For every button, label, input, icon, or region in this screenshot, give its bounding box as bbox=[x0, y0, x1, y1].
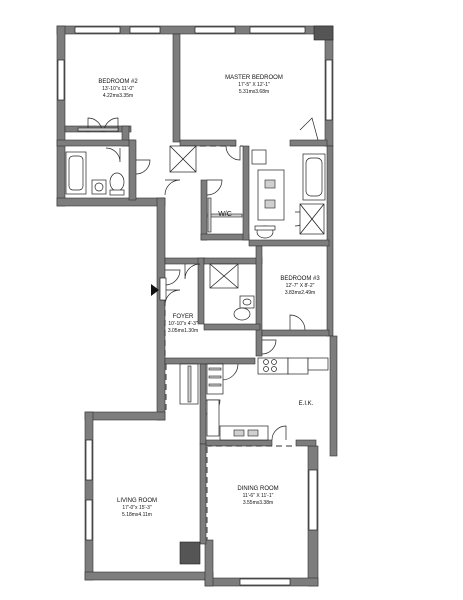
interior-walls bbox=[56, 33, 330, 545]
counter-left bbox=[206, 399, 220, 437]
double-vanity bbox=[257, 169, 285, 221]
room-eik: E.I.K. bbox=[299, 401, 314, 407]
room-metric: 4.22mx3.35m bbox=[103, 93, 133, 99]
refrigerator bbox=[307, 357, 329, 371]
room-living: LIVING ROOM 17'-0"x 15'-3" 5.18mx4.11m bbox=[117, 498, 157, 518]
room-name: BEDROOM #2 bbox=[98, 79, 138, 85]
pantry bbox=[206, 363, 224, 395]
room-name: BEDROOM #3 bbox=[280, 276, 320, 282]
column bbox=[179, 541, 201, 565]
room-name: DINING ROOM bbox=[237, 486, 278, 492]
exterior-walls bbox=[56, 25, 338, 587]
room-metric: 3.55mx3.38m bbox=[243, 500, 273, 506]
room-dims: 13'-10"x 11'-0" bbox=[102, 86, 134, 92]
room-master-bedroom: MASTER BEDROOM 17'-5" X 12'-1" 5.31mx3.6… bbox=[225, 75, 283, 95]
room-name: FOYER bbox=[173, 314, 194, 320]
room-wic: W/C bbox=[218, 211, 232, 218]
windows bbox=[57, 26, 333, 586]
room-dims: 17'-5" X 12'-1" bbox=[238, 82, 270, 88]
room-name: W/C bbox=[218, 211, 232, 218]
room-bedroom2: BEDROOM #2 13'-10"x 11'-0" 4.22mx3.35m bbox=[98, 79, 138, 99]
room-dims: 10'-10"x 4'-3" bbox=[168, 321, 198, 327]
room-dining: DINING ROOM 11'-6" X 11'-1" 3.55mx3.38m bbox=[237, 486, 278, 506]
room-name: E.I.K. bbox=[299, 401, 314, 407]
room-metric: 5.18mx4.11m bbox=[122, 512, 152, 518]
openings bbox=[164, 145, 296, 540]
room-bedroom3: BEDROOM #3 12'-7" X 8'-2" 3.83mx2.49m bbox=[280, 276, 320, 296]
room-metric: 3.05mx1.30m bbox=[168, 328, 198, 334]
room-metric: 5.31mx3.68m bbox=[239, 89, 269, 95]
room-dims: 17'-0"x 15'-3" bbox=[122, 505, 152, 511]
entry-arrow-icon bbox=[151, 284, 159, 296]
room-foyer: FOYER 10'-10"x 4'-3" 3.05mx1.30m bbox=[168, 314, 198, 334]
toilet-2 bbox=[109, 172, 125, 192]
room-name: LIVING ROOM bbox=[117, 498, 157, 504]
toilet-3 bbox=[233, 307, 251, 321]
kitchen-sink bbox=[233, 429, 245, 437]
room-name: MASTER BEDROOM bbox=[225, 75, 283, 81]
room-dims: 12'-7" X 8'-2" bbox=[286, 283, 315, 289]
room-dims: 11'-6" X 11'-1" bbox=[243, 493, 274, 499]
counter-top bbox=[287, 357, 309, 375]
entry-door[interactable] bbox=[159, 277, 167, 301]
room-metric: 3.83mx2.49m bbox=[285, 290, 315, 296]
fixtures bbox=[65, 127, 329, 565]
